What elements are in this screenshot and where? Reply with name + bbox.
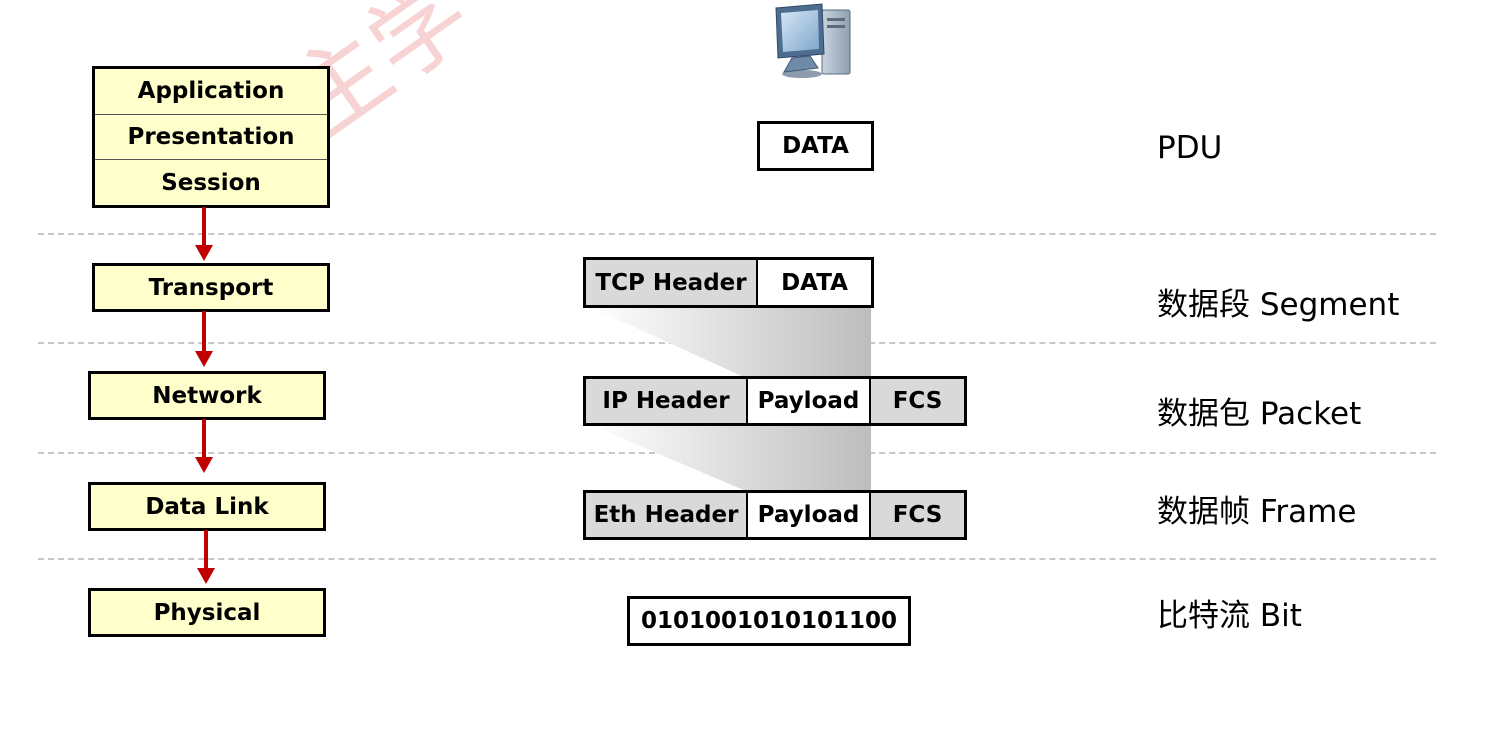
bitstream-value: 0101001010101100 <box>630 599 908 643</box>
segment-data: DATA <box>758 260 871 305</box>
layer-network: Network <box>88 371 326 420</box>
upper-layers-box: Application Presentation Session <box>92 66 330 208</box>
bitstream-box: 0101001010101100 <box>627 596 911 646</box>
packet-payload: Payload <box>748 379 871 423</box>
label-segment: 数据段 Segment <box>1157 287 1400 323</box>
down-arrow-icon <box>197 530 215 584</box>
data-box: DATA <box>757 121 874 171</box>
label-frame: 数据帧 Frame <box>1157 494 1357 530</box>
layer-session: Session <box>161 169 261 196</box>
layer-physical: Physical <box>88 588 326 637</box>
separator-line-1 <box>38 233 1436 235</box>
eth-header: Eth Header <box>586 493 748 537</box>
frame-payload: Payload <box>748 493 871 537</box>
label-packet: 数据包 Packet <box>1157 396 1362 432</box>
layer-presentation: Presentation <box>95 115 327 161</box>
layer-datalink: Data Link <box>88 482 326 531</box>
packet-fcs: FCS <box>871 379 964 423</box>
data-label: DATA <box>760 124 871 168</box>
separator-line-4 <box>38 558 1436 560</box>
down-arrow-icon <box>195 207 213 261</box>
computer-icon <box>775 3 851 78</box>
down-arrow-icon <box>195 311 213 367</box>
packet-box: IP Header Payload FCS <box>583 376 967 426</box>
down-arrow-icon <box>195 419 213 473</box>
label-pdu: PDU <box>1157 130 1223 166</box>
ip-header: IP Header <box>586 379 748 423</box>
frame-box: Eth Header Payload FCS <box>583 490 967 540</box>
layer-application: Application <box>95 69 327 115</box>
tcp-header: TCP Header <box>586 260 758 305</box>
frame-fcs: FCS <box>871 493 964 537</box>
segment-box: TCP Header DATA <box>583 257 874 308</box>
layer-transport: Transport <box>92 263 330 312</box>
label-bit: 比特流 Bit <box>1157 598 1302 634</box>
